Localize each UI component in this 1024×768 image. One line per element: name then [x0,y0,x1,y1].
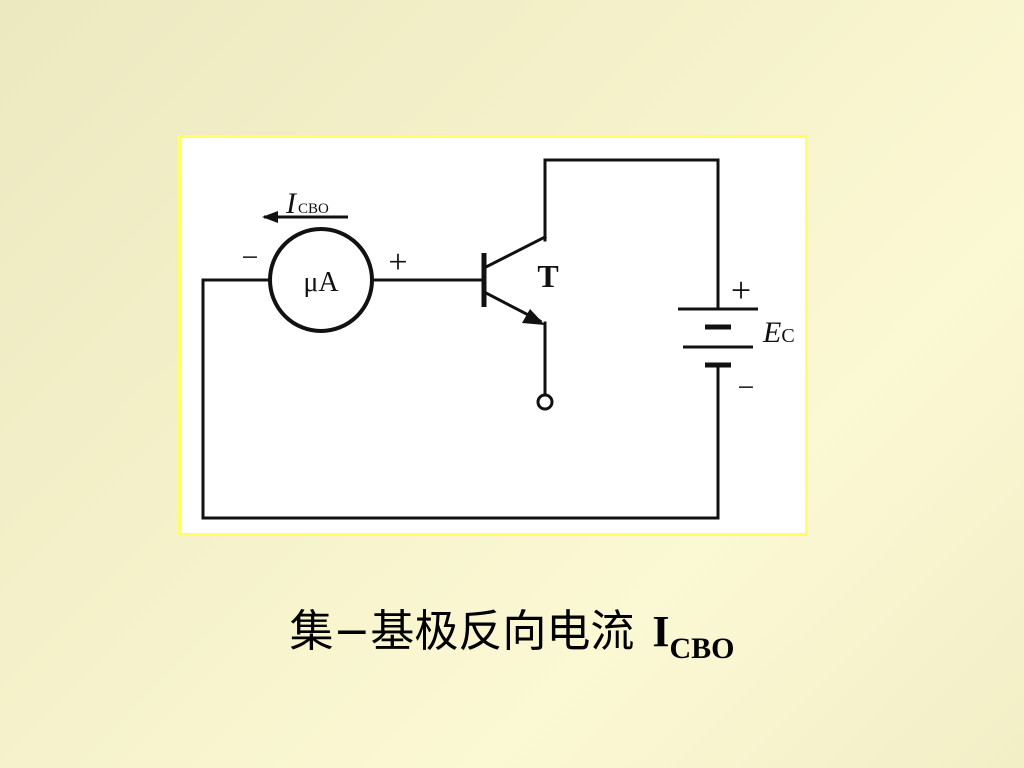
battery-minus-sign: − [738,371,755,404]
ammeter-label: μA [303,267,339,298]
transistor-emitter-arrow [522,309,545,325]
caption-symbol: I [652,607,670,656]
battery-label-subscript: C [781,325,794,347]
slide-caption: 集−基极反向电流 ICBO [0,602,1024,679]
wire-left-loop [201,278,720,520]
transistor-label: T [537,258,558,294]
ammeter-minus-sign: − [242,241,259,274]
svg-text:ICBO: ICBO [285,187,329,220]
current-label-subscript: CBO [298,201,329,217]
emitter-terminal [536,393,554,411]
ammeter-plus-sign: + [388,244,407,281]
current-label: I [285,187,298,220]
transistor-collector-lead [483,234,548,270]
caption-text: 集−基极反向电流 [289,606,635,657]
battery-label: E [762,316,781,349]
svg-text:EC: EC [762,316,795,349]
ammeter [268,227,374,333]
current-arrow-head [262,211,278,223]
wire-collector [543,158,720,309]
caption-symbol-subscript: CBO [669,632,735,665]
battery-plus-sign: + [731,270,751,310]
